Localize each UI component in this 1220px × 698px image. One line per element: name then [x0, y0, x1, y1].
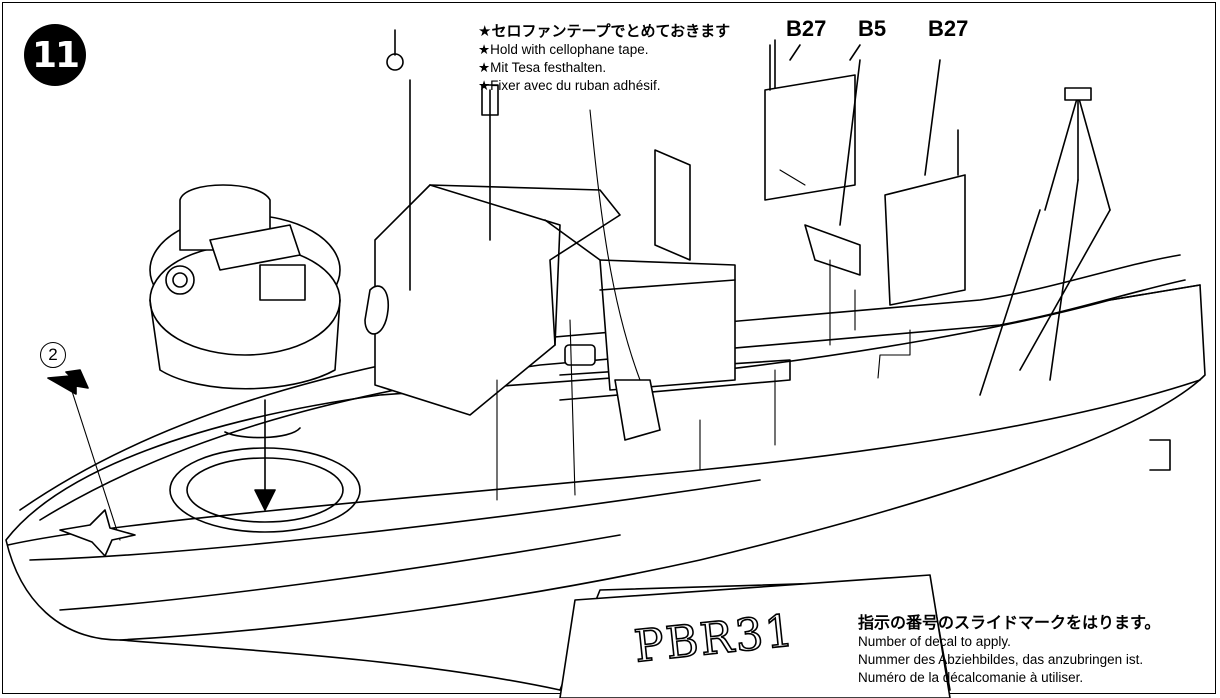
armor-plates [764, 39, 966, 306]
tape-note-french: ★Fixer avec du ruban adhésif. [478, 78, 661, 93]
turret [149, 184, 341, 390]
decal-note-german: Nummer des Abziehbildes, das anzubringen… [858, 652, 1144, 667]
hull-plate [559, 574, 951, 698]
step-number-badge: 11 [24, 24, 86, 86]
guide-lines [69, 109, 911, 541]
decal-note-japanese: 指示の番号のスライドマークをはります。 [858, 613, 1161, 632]
part-label-b5: B5 [858, 16, 887, 41]
part-label-b27-right: B27 [928, 16, 969, 41]
masts [386, 29, 1111, 396]
tape-note-german: ★Mit Tesa festhalten. [478, 60, 607, 75]
tape-note-english: ★Hold with cellophane tape. [478, 42, 649, 57]
decal-note-english: Number of decal to apply. [858, 634, 1011, 649]
cabin [364, 149, 736, 441]
tape-note-japanese: ★セロファンテープでとめておきます [478, 22, 731, 40]
bow-decal-star [59, 509, 136, 557]
decal-arrow-small [47, 369, 89, 395]
decal-note-french: Numéro de la décalcomanie à utiliser. [858, 670, 1084, 685]
part-label-b27-left: B27 [786, 16, 827, 41]
deck-ring [169, 399, 361, 533]
decal-reference-number: 2 [40, 342, 66, 368]
